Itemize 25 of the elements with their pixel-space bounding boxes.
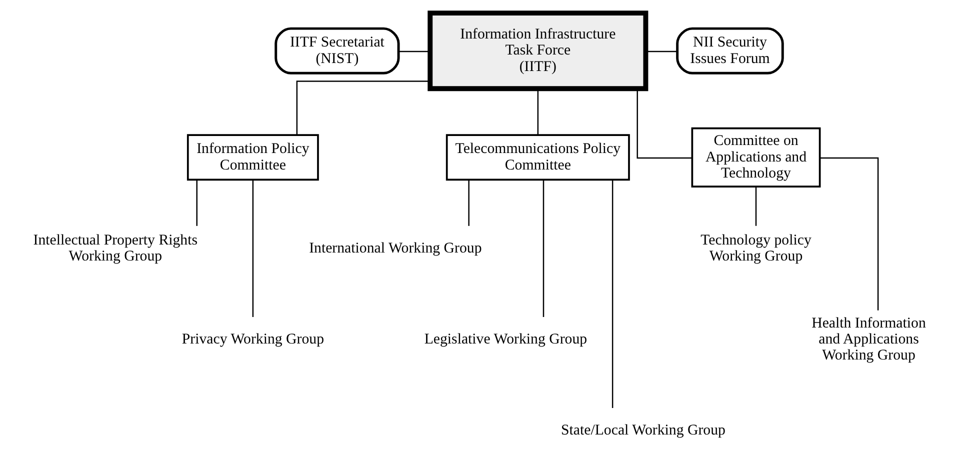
connector <box>820 157 879 310</box>
connector <box>542 180 544 318</box>
node-box: NII Security Issues Forum <box>676 27 784 74</box>
connector <box>646 50 677 52</box>
node-text: Legislative Working Group <box>424 331 588 348</box>
node-text: International Working Group <box>309 240 482 256</box>
node-text: Intellectual Property Rights Working Group <box>33 232 198 264</box>
connector <box>399 50 430 52</box>
node-text: State/Local Working Group <box>561 422 726 438</box>
connector <box>252 180 254 318</box>
node-box: Committee on Applications and Technology <box>691 127 821 188</box>
node-box: IITF Secretariat (NIST) <box>274 27 400 74</box>
connector <box>537 88 539 135</box>
connector <box>468 180 470 226</box>
connector <box>636 88 692 159</box>
node-text: Health Information and Applications Working Group <box>812 315 926 364</box>
node-box: Telecommunications Policy Committee <box>446 134 630 181</box>
connector <box>296 80 430 135</box>
node-box: Information Policy Committee <box>186 134 319 181</box>
connector <box>755 186 757 226</box>
node-text: Privacy Working Group <box>182 331 324 348</box>
node-box: Information Infrastructure Task Force (IITF) <box>428 10 648 92</box>
node-text: Technology policy Working Group <box>700 232 812 264</box>
connector <box>612 180 614 408</box>
connector <box>196 180 198 226</box>
